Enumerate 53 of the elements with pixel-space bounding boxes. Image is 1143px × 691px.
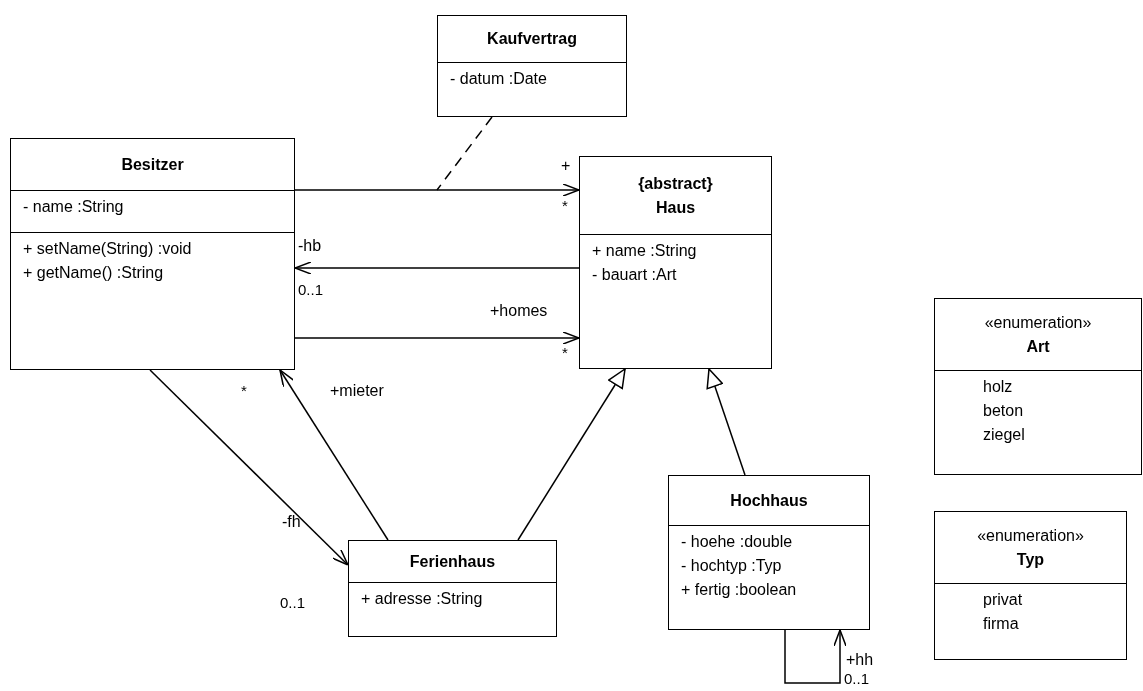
member-text: - hochtyp :Typ bbox=[681, 556, 783, 576]
member-text: + fertig :boolean bbox=[681, 580, 798, 600]
class-box bbox=[668, 475, 870, 630]
member-text: + getName() :String bbox=[23, 263, 165, 283]
generalization-arrow bbox=[706, 368, 746, 476]
stereotype: «enumeration» bbox=[977, 525, 1084, 546]
class-box bbox=[10, 138, 295, 370]
member-text: + adresse :String bbox=[361, 589, 484, 609]
role-label: +hh bbox=[846, 650, 874, 670]
enum-literal: privat bbox=[983, 590, 1024, 610]
class-name: Art bbox=[1026, 336, 1050, 357]
multiplicity-label: * bbox=[241, 381, 247, 401]
association-arrow bbox=[149, 369, 349, 566]
enum-literal: holz bbox=[983, 377, 1014, 397]
class-box bbox=[934, 298, 1142, 475]
role-label: + bbox=[561, 156, 571, 176]
member-text: - datum :Date bbox=[450, 69, 548, 89]
class-name: Typ bbox=[1016, 549, 1045, 570]
self-association-arrow bbox=[784, 629, 847, 684]
enum-literal: beton bbox=[983, 401, 1025, 421]
generalization-arrow bbox=[517, 368, 626, 541]
member-text: - bauart :Art bbox=[592, 265, 678, 285]
class-name: Hochhaus bbox=[730, 490, 808, 511]
association-arrow bbox=[279, 369, 389, 541]
association-class-link bbox=[436, 116, 493, 191]
role-label: +mieter bbox=[330, 381, 384, 401]
multiplicity-label: 0..1 bbox=[280, 593, 306, 613]
association-arrow bbox=[294, 261, 580, 275]
association-arrow bbox=[294, 331, 580, 345]
class-name: Haus bbox=[655, 197, 696, 218]
member-text: - hoehe :double bbox=[681, 532, 794, 552]
class-name: Kaufvertrag bbox=[487, 29, 577, 49]
multiplicity-label: 0..1 bbox=[298, 280, 324, 300]
member-text: - name :String bbox=[23, 197, 125, 217]
class-name: Ferienhaus bbox=[409, 551, 496, 572]
role-label: -hb bbox=[298, 236, 322, 256]
role-label: -fh bbox=[282, 512, 301, 532]
class-box bbox=[579, 156, 772, 369]
multiplicity-label: 0..1 bbox=[844, 669, 870, 689]
class-name: Besitzer bbox=[121, 154, 184, 175]
stereotype: «enumeration» bbox=[984, 312, 1092, 333]
multiplicity-label: * bbox=[562, 343, 568, 363]
multiplicity-label: * bbox=[562, 196, 568, 216]
enum-literal: firma bbox=[983, 614, 1020, 634]
class-name: {abstract} bbox=[638, 173, 713, 194]
class-box bbox=[437, 15, 627, 117]
class-box bbox=[348, 540, 557, 637]
enum-literal: ziegel bbox=[983, 425, 1026, 445]
association-arrow bbox=[294, 183, 580, 197]
role-label: +homes bbox=[490, 301, 548, 321]
member-text: + name :String bbox=[592, 241, 698, 261]
member-text: + setName(String) :void bbox=[23, 239, 193, 259]
class-box bbox=[934, 511, 1127, 660]
